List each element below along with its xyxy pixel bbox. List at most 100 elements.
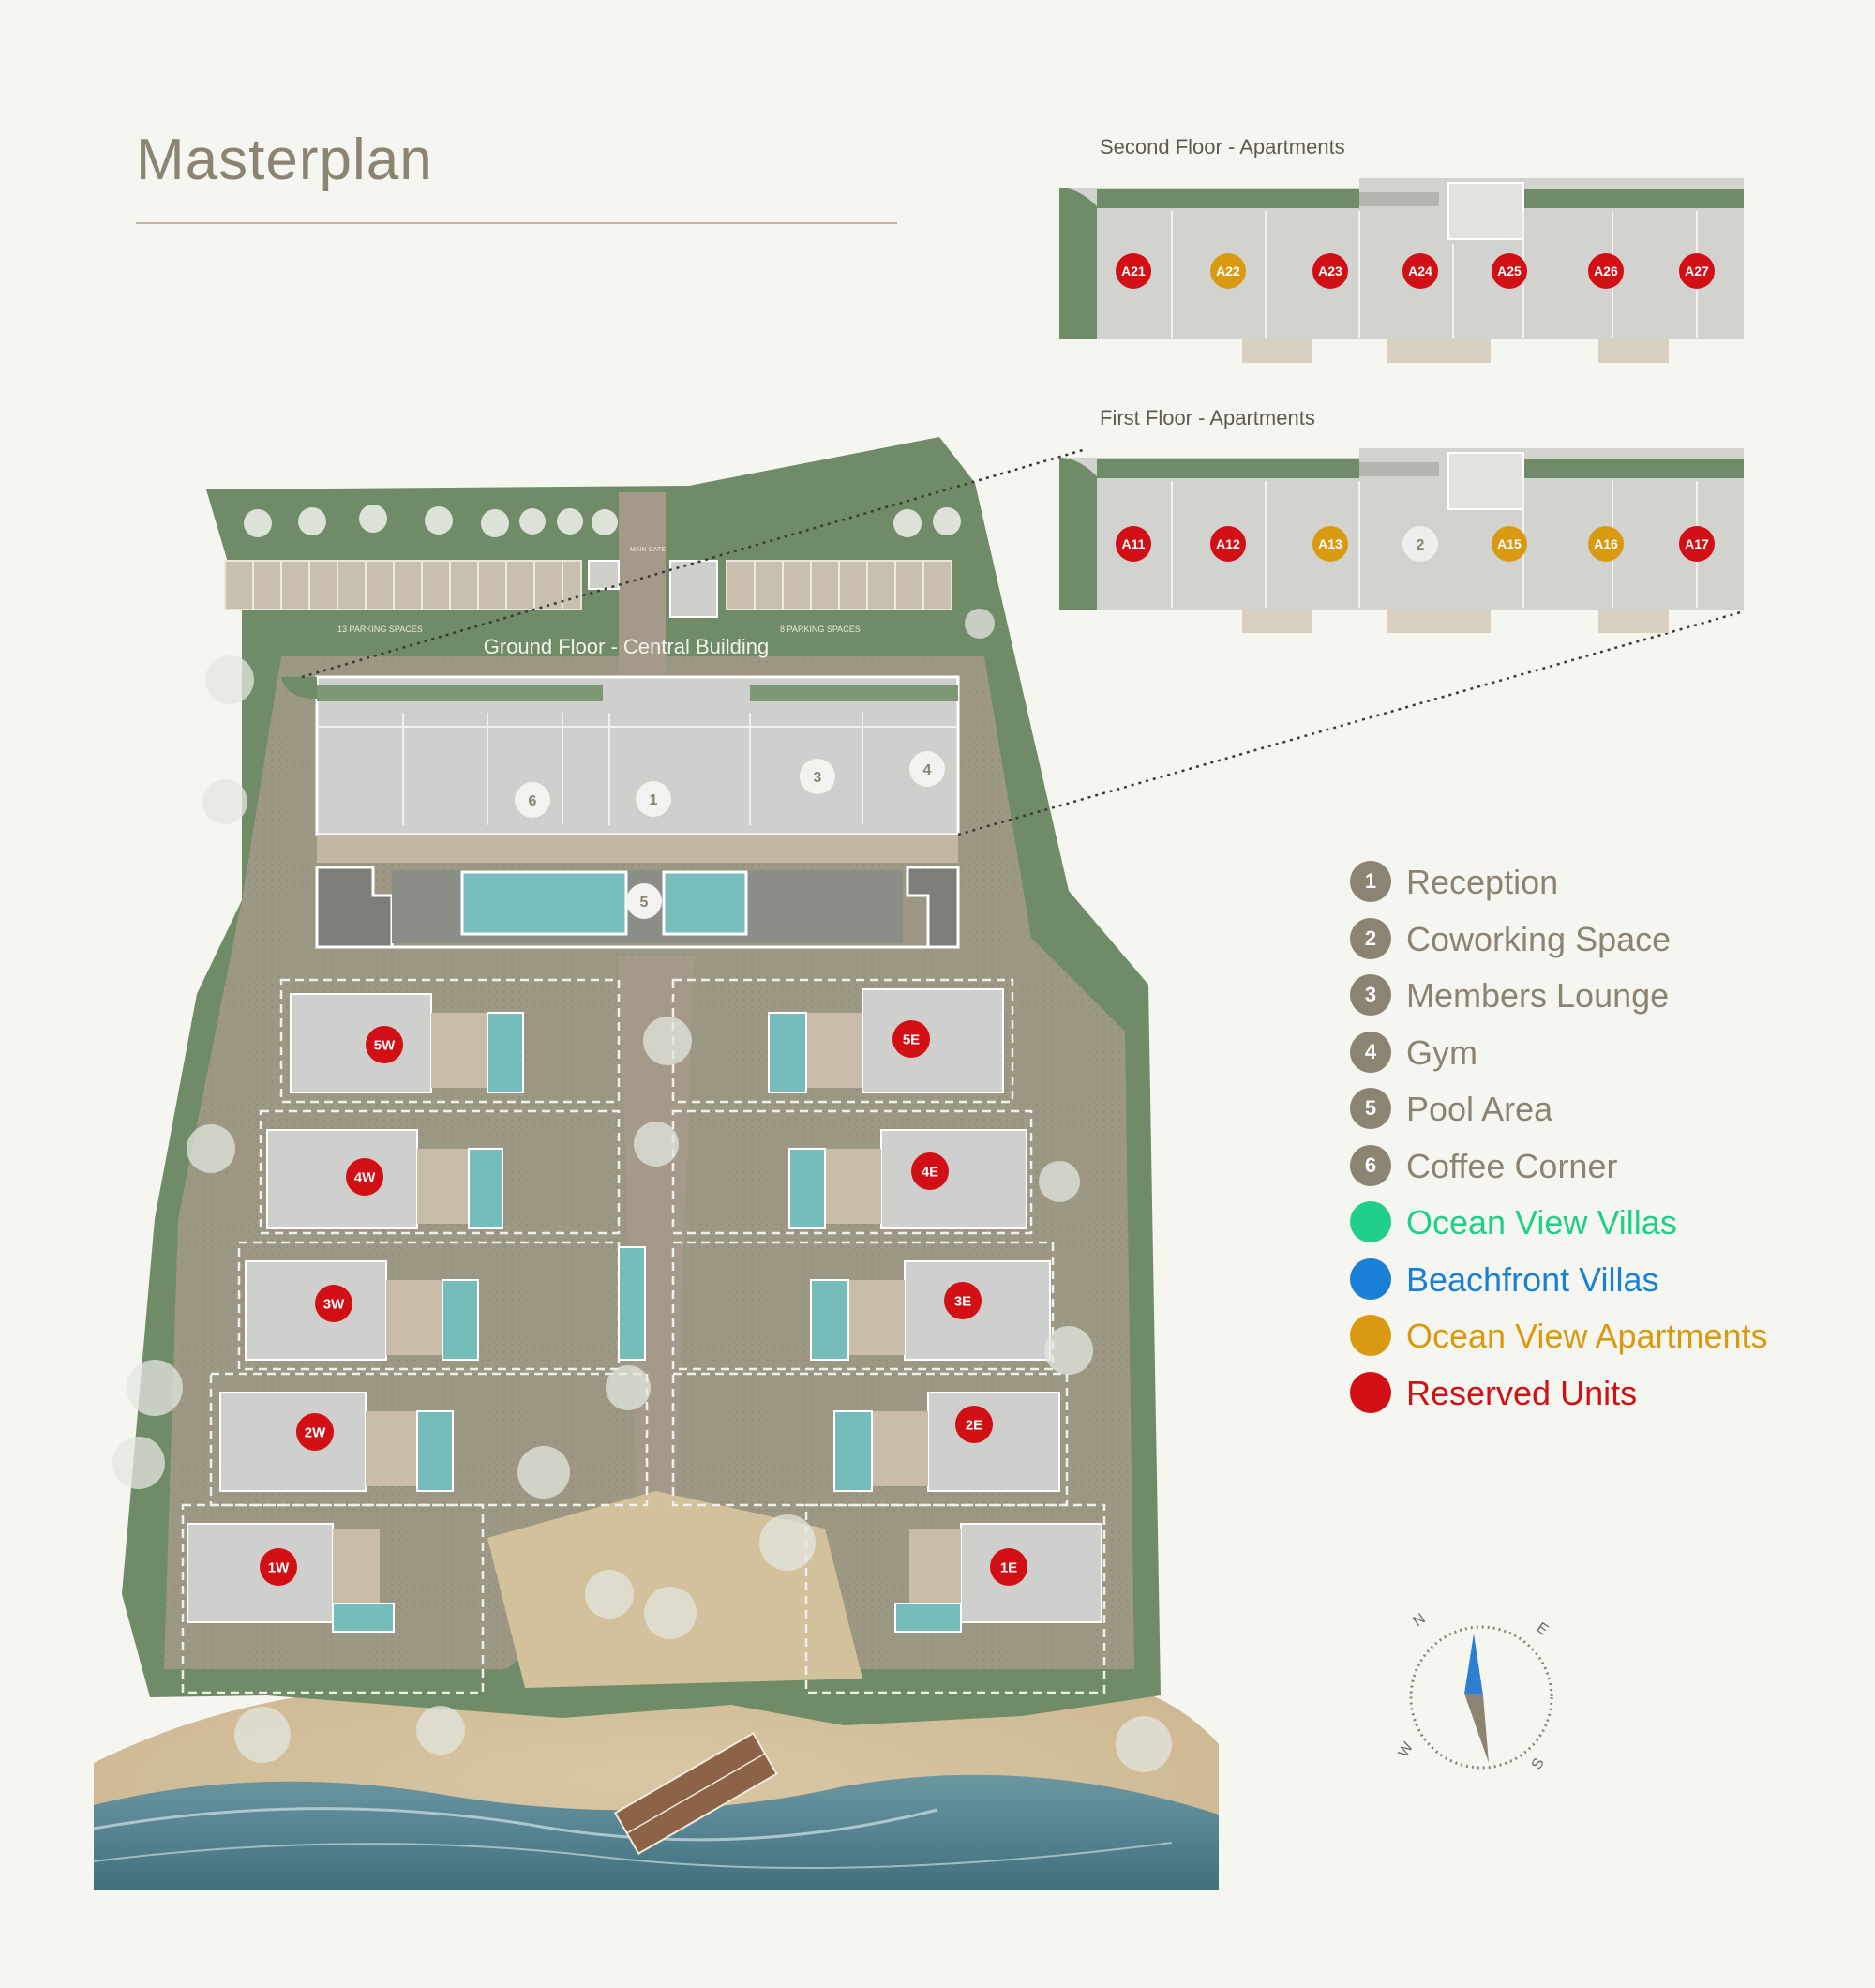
unit-a21-marker[interactable] [1116,253,1151,289]
villa-4w-marker[interactable] [346,1158,383,1196]
unit-a15-marker[interactable] [1492,526,1527,562]
villa-3w-marker[interactable] [315,1285,352,1322]
unit-a24-label: A24 [1408,264,1432,279]
first-floor-plan: A11 A12 A13 2 A15 A16 A17 [1059,448,1744,633]
palm-trees [112,609,1172,1772]
unit-a27-label: A27 [1685,264,1709,279]
legend-swatch: 4 [1350,1031,1391,1073]
legend-item: 4 Gym [1350,1031,1875,1078]
first-floor-label: First Floor - Apartments [1100,406,1315,429]
amenity-6-label: 6 [529,793,537,809]
villa-2w-label: 2W [305,1424,326,1440]
unit-a23-label: A23 [1318,264,1342,279]
unit-a12-marker[interactable] [1210,526,1246,562]
villa-5e-marker[interactable] [892,1020,930,1058]
parking-east-label: 8 PARKING SPACES [780,625,861,634]
unit-a25-marker[interactable] [1492,253,1527,289]
legend-item: 1 Reception [1350,861,1875,908]
compass-north-needle [1464,1634,1483,1695]
villa-5w-marker[interactable] [366,1026,403,1063]
villa-1w-marker[interactable] [260,1548,297,1586]
unit-a24-marker[interactable] [1402,253,1438,289]
dock [613,1731,778,1856]
parking-west [224,560,582,610]
compass: N E S W [1397,1613,1553,1772]
amenity-1-marker[interactable] [636,781,671,817]
villa-buildings-east [768,988,1102,1633]
unit-a22-marker[interactable] [1210,253,1246,289]
villa-1e-marker[interactable] [990,1548,1028,1586]
unit-2-marker[interactable] [1402,526,1438,562]
legend-swatch [1350,1258,1391,1300]
unit-a15-label: A15 [1497,536,1522,551]
amenity-1-label: 1 [650,792,658,808]
unit-a26-label: A26 [1594,264,1618,279]
villa-5w-label: 5W [374,1037,396,1053]
legend-label: Reception [1406,863,1559,901]
pool-west [460,870,628,936]
legend-label: Reserved Units [1406,1373,1638,1412]
unit-a26-marker[interactable] [1588,253,1624,289]
legend-swatch [1350,1201,1391,1242]
compass-south-needle [1464,1694,1489,1763]
legend-label: Beachfront Villas [1406,1259,1659,1299]
amenity-6-marker[interactable] [515,782,550,818]
title-divider [136,222,897,224]
legend-swatch [1350,1371,1391,1413]
villa-1w-label: 1W [268,1559,290,1575]
amenity-3-label: 3 [814,770,822,786]
second-floor-plan: A21 A22 A23 A24 A25 A26 A27 [1059,178,1744,363]
unit-a17-marker[interactable] [1679,526,1715,562]
legend-swatch: 1 [1350,861,1391,902]
legend-label: Coffee Corner [1406,1146,1618,1185]
unit-a27-marker[interactable] [1679,253,1715,289]
compass-s: S [1529,1755,1548,1772]
second-floor-label: Second Floor - Apartments [1100,135,1345,158]
unit-a23-marker[interactable] [1312,253,1348,289]
unit-a16-label: A16 [1594,536,1618,551]
villa-2e-marker[interactable] [955,1406,993,1443]
amenity-5-marker[interactable] [626,883,662,919]
unit-a17-label: A17 [1685,536,1709,551]
unit-a16-marker[interactable] [1588,526,1624,562]
legend-label: Pool Area [1406,1090,1553,1128]
unit-a25-label: A25 [1497,264,1522,279]
amenity-4-marker[interactable] [909,751,945,787]
villa-3e-marker[interactable] [944,1282,982,1319]
villa-3e-label: 3E [954,1293,971,1309]
legend-label: Gym [1406,1032,1478,1072]
legend-item: Ocean View Villas [1350,1201,1875,1248]
villa-4e-marker[interactable] [911,1152,949,1190]
unit-a11-marker[interactable] [1116,526,1151,562]
ground-floor-label: Ground Floor - Central Building [484,635,769,658]
legend-swatch [1350,1315,1391,1356]
page-title: Masterplan [136,128,433,192]
unit-a12-label: A12 [1216,536,1240,551]
pool-east [662,870,748,936]
legend-item: Beachfront Villas [1350,1258,1875,1305]
legend-label: Coworking Space [1406,919,1672,958]
legend-item: Reserved Units [1350,1371,1875,1419]
compass-e: E [1534,1619,1551,1638]
main-gate-label: MAIN GATE [630,547,666,553]
legend-swatch: 3 [1350,974,1391,1016]
legend-item: Ocean View Apartments [1350,1315,1875,1362]
floor-leader-lines [301,448,1745,836]
unit-a13-label: A13 [1318,536,1342,551]
compass-ring [1409,1625,1553,1770]
villa-2e-label: 2E [966,1417,982,1433]
amenity-3-marker[interactable] [800,759,835,794]
unit-a22-label: A22 [1216,264,1240,279]
villa-1e-label: 1E [1000,1559,1017,1575]
villa-2w-marker[interactable] [296,1413,334,1451]
unit-2-label: 2 [1417,537,1425,553]
unit-a11-label: A11 [1122,536,1146,551]
legend-swatch: 2 [1350,917,1391,959]
compass-w: W [1397,1740,1417,1760]
villa-5e-label: 5E [903,1032,920,1047]
unit-a21-label: A21 [1121,264,1146,279]
unit-a13-marker[interactable] [1312,526,1348,562]
